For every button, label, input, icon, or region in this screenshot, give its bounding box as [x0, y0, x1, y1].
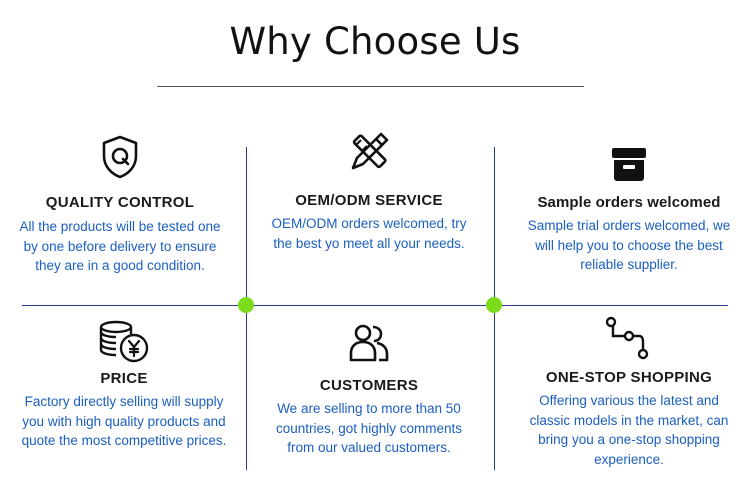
feature-description: Offering various the latest and classic …: [529, 393, 729, 467]
feature-description: OEM/ODM orders welcomed, try the best yo…: [271, 216, 467, 251]
archive-box-icon: [612, 148, 646, 181]
feature-heading: OEM/ODM SERVICE: [295, 192, 443, 209]
horizontal-divider: [22, 305, 728, 306]
feature-customers: CUSTOMERS We are selling to more than 50…: [262, 322, 476, 458]
shield-q-icon: [102, 135, 138, 179]
pencil-ruler-icon: [351, 132, 389, 170]
feature-one-stop-shopping: ONE-STOP SHOPPING Offering various the l…: [526, 316, 732, 469]
feature-quality-control: QUALITY CONTROL All the products will be…: [18, 134, 222, 276]
page-title: Why Choose Us: [229, 20, 521, 63]
feature-heading: ONE-STOP SHOPPING: [545, 369, 713, 386]
feature-heading: PRICE: [100, 370, 148, 387]
feature-heading: QUALITY CONTROL: [45, 194, 195, 211]
feature-heading: Sample orders welcomed: [537, 194, 721, 211]
feature-description: All the products will be tested one by o…: [19, 219, 221, 273]
users-icon: [349, 324, 389, 362]
feature-description: Sample trial orders welcomed, we will he…: [527, 218, 731, 272]
feature-description: Factory directly selling will supply you…: [21, 394, 227, 448]
feature-description: We are selling to more than 50 countries…: [275, 401, 463, 455]
junction-dot-left: [238, 297, 254, 313]
feature-oem-odm-service: OEM/ODM SERVICE OEM/ODM orders welcomed,…: [268, 128, 470, 253]
route-icon: [605, 316, 649, 360]
title-divider: [157, 86, 584, 87]
feature-heading: CUSTOMERS: [319, 377, 419, 394]
coins-yen-icon: [99, 320, 149, 363]
junction-dot-right: [486, 297, 502, 313]
feature-sample-orders: Sample orders welcomed Sample trial orde…: [522, 144, 736, 275]
feature-price: PRICE Factory directly selling will supp…: [18, 318, 230, 451]
